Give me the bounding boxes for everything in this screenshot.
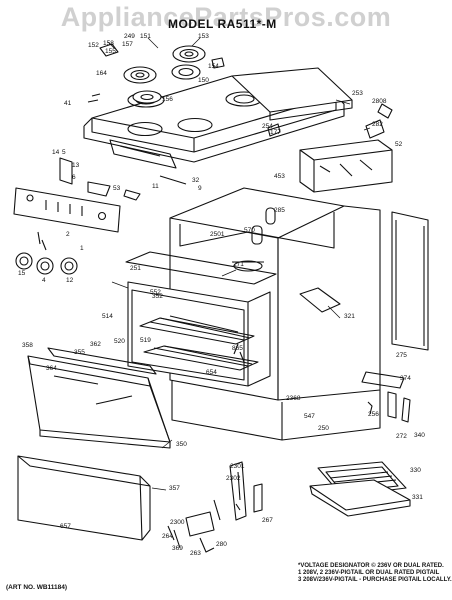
callout-374: 374	[400, 375, 411, 382]
callout-249: 249	[124, 33, 135, 40]
callout-272: 272	[396, 433, 407, 440]
callout-282: 282	[372, 121, 383, 128]
broiler-pan	[309, 461, 411, 517]
callout-2808: 2808	[372, 98, 387, 105]
callout-256: 256	[368, 411, 379, 418]
callout-32: 32	[192, 177, 200, 184]
callout-519: 519	[140, 337, 151, 344]
callout-352: 352	[152, 293, 163, 300]
callout-164: 164	[96, 70, 107, 77]
callout-264: 264	[162, 533, 173, 540]
leader-lines	[107, 37, 371, 491]
callout-251: 251	[130, 265, 141, 272]
callout-13: 13	[72, 162, 80, 169]
callout-358: 358	[22, 342, 33, 349]
surface-units	[87, 43, 393, 139]
callout-177: 177	[270, 129, 281, 136]
voltage-note: *VOLTAGE DESIGNATOR © 236V OR DUAL RATED…	[298, 563, 452, 584]
callout-41: 41	[64, 100, 72, 107]
callout-267: 267	[262, 517, 273, 524]
callout-453: 453	[274, 173, 285, 180]
callout-657: 657	[60, 523, 71, 530]
voltage-note-line-2: 1 208V, 2 236V-PIGTAIL OR DUAL RATED PIG…	[298, 570, 440, 576]
callout-364: 364	[46, 365, 57, 372]
backguard	[231, 67, 393, 193]
callout-12: 12	[66, 277, 74, 284]
callout-4: 4	[42, 277, 46, 284]
callout-275: 275	[396, 352, 407, 359]
callout-570: 570	[244, 227, 255, 234]
callout-355: 355	[74, 349, 85, 356]
callout-285: 285	[274, 207, 285, 214]
callout-2301: 2301	[230, 463, 245, 470]
callout-280: 280	[216, 541, 227, 548]
callout-250: 250	[318, 425, 329, 432]
callout-15: 15	[18, 270, 26, 277]
callout-150: 150	[198, 77, 209, 84]
callout-362: 362	[90, 341, 101, 348]
callout-6: 6	[72, 174, 76, 181]
callout-52: 52	[395, 141, 403, 148]
callout-11: 11	[152, 183, 159, 190]
voltage-note-line-1: *VOLTAGE DESIGNATOR © 236V OR DUAL RATED…	[298, 563, 444, 569]
callout-2501: 2501	[210, 231, 225, 238]
callout-253: 253	[352, 90, 363, 97]
callout-514: 514	[102, 313, 113, 320]
control-panel	[13, 157, 187, 275]
callout-2368: 2368	[286, 395, 301, 402]
callout-547: 547	[304, 413, 315, 420]
callout-552: 552	[150, 289, 161, 296]
callout-157: 157	[122, 41, 133, 48]
callout-357: 357	[169, 485, 180, 492]
callout-158: 158	[103, 40, 114, 47]
callout-865: 865	[232, 345, 243, 352]
hinges	[167, 461, 263, 553]
callout-154: 154	[208, 63, 219, 70]
callout-14: 14	[52, 149, 60, 156]
oven-liner-and-racks	[125, 251, 277, 387]
callout-156: 156	[162, 96, 173, 103]
callout-330: 330	[410, 467, 421, 474]
callout-2302: 2302	[226, 475, 241, 482]
callout-2: 2	[66, 231, 70, 238]
callout-520: 520	[114, 338, 125, 345]
callout-369: 369	[172, 545, 183, 552]
voltage-note-line-3: 3 208V/236V-PIGTAIL - PURCHASE PIGTAIL L…	[298, 577, 452, 583]
callout-153: 153	[198, 33, 209, 40]
callout-331: 331	[412, 494, 423, 501]
callout-321: 321	[344, 313, 355, 320]
callout-2300: 2300	[170, 519, 185, 526]
model-title: MODEL RA511*-M	[168, 17, 277, 31]
callout-9: 9	[198, 185, 202, 192]
callout-654: 654	[206, 369, 217, 376]
storage-drawer	[17, 455, 151, 541]
callout-263: 263	[190, 550, 201, 557]
callout-271: 271	[233, 261, 244, 268]
callout-151: 151	[140, 33, 151, 40]
oven-body	[169, 187, 429, 441]
callout-1: 1	[80, 245, 84, 252]
art-number: (ART NO. WB11184)	[6, 584, 68, 591]
callout-53: 53	[113, 185, 121, 192]
callout-5: 5	[62, 149, 66, 156]
callout-155: 155	[105, 48, 116, 55]
callout-350: 350	[176, 441, 187, 448]
callout-254: 254	[262, 123, 273, 130]
callout-340: 340	[414, 432, 425, 439]
callout-152: 152	[88, 42, 99, 49]
